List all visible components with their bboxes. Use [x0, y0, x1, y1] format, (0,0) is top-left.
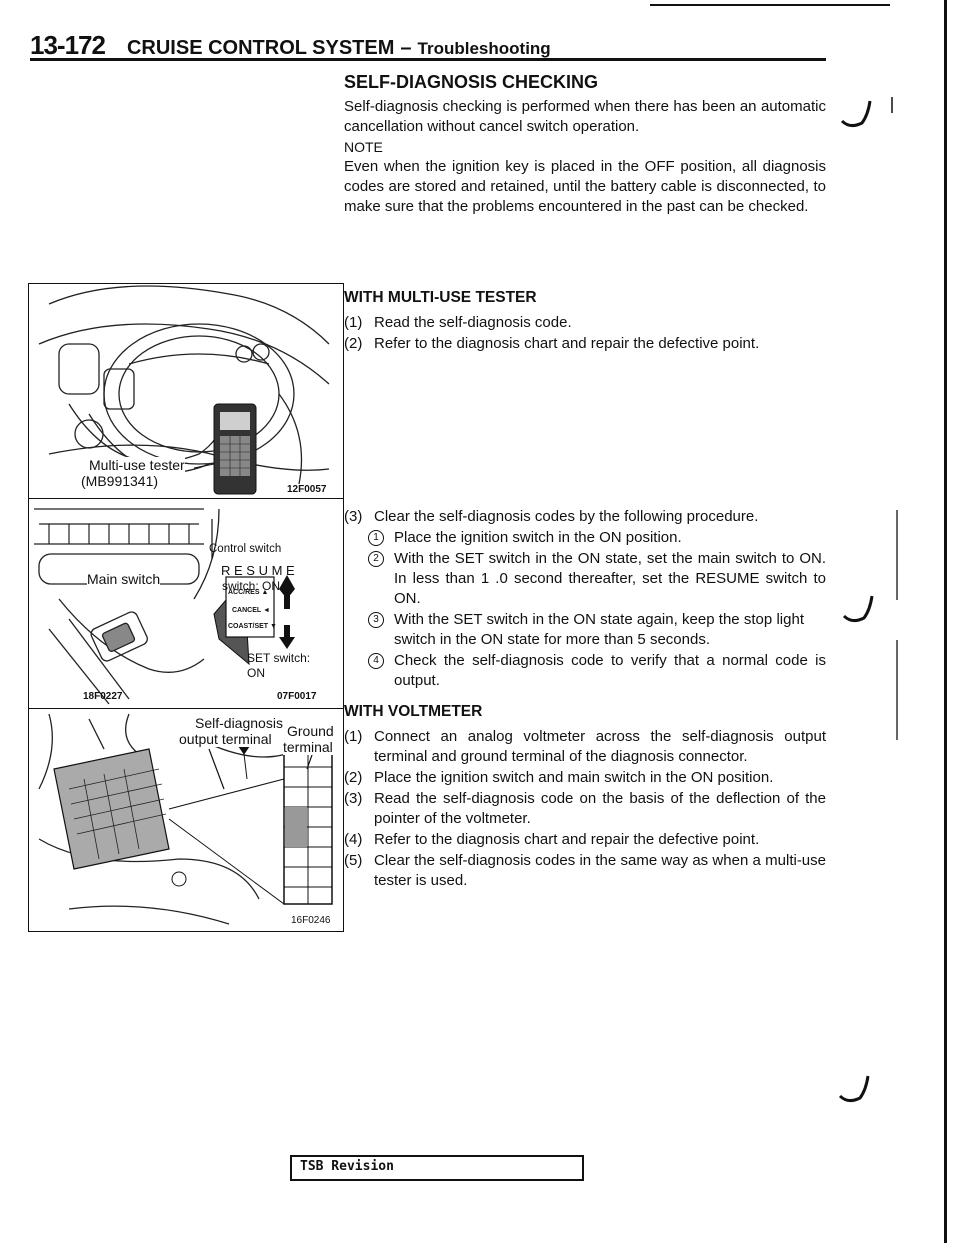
- down-arrow-icon: [279, 625, 295, 649]
- circled-number-icon: 4: [368, 653, 384, 669]
- label-output-terminal: output terminal: [179, 731, 272, 747]
- margin-bar: [896, 510, 898, 600]
- voltmeter-steps: (1)Connect an analog voltmeter across th…: [344, 727, 826, 892]
- dashboard-drawing: [38, 285, 330, 495]
- figure-code-left: 18F0227: [83, 691, 123, 702]
- label-multi-use-tester: Multi-use tester: [89, 457, 185, 473]
- figure-code-right: 07F0017: [277, 691, 317, 702]
- figure-diagnosis-connector: Self-diagnosis output terminal Ground te…: [28, 708, 344, 932]
- tester-device-icon: [213, 403, 257, 495]
- label-coast-set: COAST/SET ▼: [228, 623, 277, 630]
- label-set-switch: SET switch:: [247, 651, 311, 665]
- label-main-switch: Main switch: [87, 571, 161, 587]
- header-rule: [30, 58, 826, 61]
- figure-code: 16F0246: [291, 915, 331, 926]
- multi-use-steps: (1)Read the self-diagnosis code. (2)Refe…: [344, 313, 826, 355]
- tsb-revision-box: TSB Revision: [290, 1155, 584, 1181]
- fuse-box-drawing: [38, 713, 333, 925]
- list-item: (2)Refer to the diagnosis chart and repa…: [344, 335, 760, 352]
- circled-number-icon: 2: [368, 551, 384, 567]
- header-dash: –: [400, 37, 412, 59]
- voltmeter-title: WITH VOLTMETER: [344, 703, 483, 720]
- margin-mark-icon: [842, 595, 874, 623]
- list-item: (3)Read the self-diagnosis code on the b…: [344, 790, 826, 827]
- label-resume: R E S U M E: [221, 563, 295, 578]
- label-set-on: ON: [247, 666, 265, 680]
- right-border: [944, 0, 947, 1243]
- intro-title: SELF-DIAGNOSIS CHECKING: [344, 72, 599, 92]
- list-item: (5)Clear the self-diagnosis codes in the…: [344, 852, 826, 889]
- control-lever-icon: [213, 576, 275, 666]
- fuse-block-icon: [53, 748, 187, 887]
- list-item: (3)Clear the self-diagnosis codes by the…: [344, 508, 759, 525]
- note-label: NOTE: [344, 139, 383, 155]
- top-rule: [650, 4, 890, 6]
- subsection-title: Troubleshooting: [417, 39, 551, 58]
- figure-control-switch: Control switch R E S U M E switch: ON Ma…: [28, 498, 344, 710]
- margin-mark-icon: [838, 1075, 870, 1103]
- label-ground-terminal: terminal: [283, 739, 333, 755]
- figure-multi-use-tester: Multi-use tester (MB991341) 12F0057: [28, 283, 344, 500]
- list-item: (2)Place the ignition switch and main sw…: [344, 769, 774, 786]
- list-item: (4)Refer to the diagnosis chart and repa…: [344, 831, 760, 848]
- list-item: (1)Read the self-diagnosis code.: [344, 314, 572, 331]
- margin-mark-icon: [840, 97, 893, 128]
- page-number: 13-172: [30, 30, 106, 60]
- label-resume-on: switch: ON: [222, 579, 281, 593]
- label-tester-part-number: (MB991341): [81, 473, 159, 489]
- figure-code: 12F0057: [287, 484, 327, 495]
- intro-paragraph: Self-diagnosis checking is performed whe…: [344, 98, 826, 135]
- up-arrow-icon: [279, 575, 295, 609]
- section-title: CRUISE CONTROL SYSTEM: [126, 37, 395, 59]
- multi-use-title: WITH MULTI-USE TESTER: [344, 289, 537, 306]
- label-control-switch: Control switch: [209, 543, 282, 555]
- clear-procedure: (3)Clear the self-diagnosis codes by the…: [344, 507, 826, 692]
- page-header: 13-172 CRUISE CONTROL SYSTEM–Troubleshoot…: [30, 30, 830, 60]
- margin-bar: [896, 640, 898, 740]
- list-item: (1)Connect an analog voltmeter across th…: [344, 728, 826, 765]
- circled-number-icon: 3: [368, 612, 384, 628]
- tsb-revision-label: TSB Revision: [300, 1159, 394, 1174]
- label-cancel: CANCEL ◄: [232, 607, 270, 614]
- connector-detail-icon: [283, 748, 333, 905]
- steering-column-drawing: [34, 508, 295, 705]
- label-ground: Ground: [287, 723, 334, 739]
- label-acc-res: ACC/RES ▲: [228, 589, 269, 596]
- label-self-diagnosis: Self-diagnosis: [195, 715, 283, 731]
- note-text: Even when the ignition key is placed in …: [344, 158, 826, 215]
- circled-number-icon: 1: [368, 530, 384, 546]
